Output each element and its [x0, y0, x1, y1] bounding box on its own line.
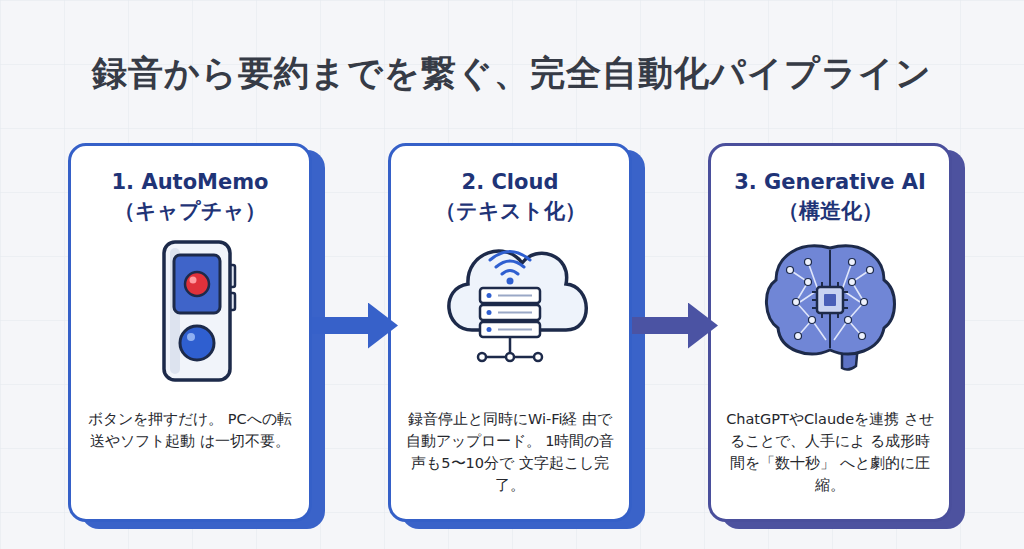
recorder-icon [164, 242, 235, 380]
neural-node [859, 333, 866, 340]
neural-node [845, 317, 852, 324]
neural-line [842, 262, 860, 302]
neural-node [809, 317, 816, 324]
step-heading-wrap: 1. AutoMemo （キャプチャ） [71, 168, 309, 226]
server-unit [480, 288, 540, 303]
step-description: 録音停止と同時にWi-Fi経 由で自動アップロード。 1時間の音声も5〜10分で… [404, 408, 616, 496]
record-light [185, 272, 209, 296]
server-slot [498, 295, 532, 297]
device-screen [174, 255, 220, 313]
neural-node [793, 299, 800, 306]
brain-fold [829, 250, 831, 348]
wifi-arc [496, 261, 524, 267]
step-heading: 3. Generative AI （構造化） [723, 168, 938, 226]
chip-pin [812, 307, 820, 309]
network-node [506, 353, 514, 361]
flow-arrow [312, 317, 368, 334]
neural-line [790, 270, 812, 336]
neural-node [805, 279, 812, 286]
neural-node [849, 279, 856, 286]
chip-pin [840, 307, 848, 309]
wifi-arc [490, 252, 530, 261]
step-heading: 2. Cloud （テキスト化） [403, 168, 618, 226]
chip-pin [821, 282, 823, 290]
network-line [482, 356, 538, 359]
chip-pins [812, 282, 848, 318]
network-line [509, 337, 512, 357]
button-shine [187, 333, 195, 341]
neural-line [800, 262, 818, 302]
step-description-wrap: 録音停止と同時にWi-Fi経 由で自動アップロード。 1時間の音声も5〜10分で… [391, 408, 629, 496]
step-heading-wrap: 2. Cloud （テキスト化） [391, 168, 629, 226]
record-button [180, 326, 214, 360]
process-card: 1. AutoMemo （キャプチャ） ボタンを押すだけ。 PCへの転送やソフト起… [68, 143, 312, 522]
chip-pin [829, 310, 831, 318]
neural-line [848, 270, 870, 336]
chip-pin [837, 310, 839, 318]
brain-stem [842, 344, 858, 370]
side-button [227, 293, 235, 310]
chip-pin [837, 282, 839, 290]
wifi-arc [502, 271, 518, 275]
device-body [164, 242, 230, 380]
device-shine [170, 248, 180, 374]
side-button [227, 265, 235, 287]
chip-core [824, 294, 836, 306]
cloud-outline [449, 251, 586, 330]
chip-pin [821, 310, 823, 318]
neural-node [787, 267, 794, 274]
server-led [487, 327, 492, 332]
ai-chip [817, 287, 843, 313]
brain-icon [766, 246, 894, 370]
process-card: 3. Generative AI （構造化） ChatGPTやClaudeを連携 … [708, 143, 952, 522]
diagram-title: 録音から要約までを繋ぐ、完全自動化パイプライン [0, 50, 1024, 97]
step-description-wrap: ChatGPTやClaudeを連携 させることで、人手によ る成形時間を「数十秒… [711, 408, 949, 496]
chip-pin [812, 299, 820, 301]
cloud-server-icon [449, 251, 586, 361]
wifi-dot [507, 278, 514, 285]
network-node [534, 353, 542, 361]
neural-lines [790, 262, 870, 340]
server-unit [480, 322, 540, 337]
server-slot [498, 312, 532, 314]
step-heading-wrap: 3. Generative AI （構造化） [711, 168, 949, 226]
server-led [487, 310, 492, 315]
neural-node [795, 333, 802, 340]
process-card: 2. Cloud （テキスト化） 録音停止と同時にWi-Fi経 由で自動アップロー… [388, 143, 632, 522]
chip-pin [840, 291, 848, 293]
server-led [487, 293, 492, 298]
record-shine [190, 277, 197, 284]
step-description: ボタンを押すだけ。 PCへの転送やソフト起動 は一切不要。 [84, 408, 296, 452]
neural-nodes [787, 259, 874, 340]
brain-outline [766, 246, 894, 354]
neural-node [849, 259, 856, 266]
chip-pin [829, 282, 831, 290]
neural-node [867, 267, 874, 274]
neural-line [812, 320, 848, 340]
step-heading: 1. AutoMemo （キャプチャ） [83, 168, 298, 226]
server-slot [498, 329, 532, 331]
step-description: ChatGPTやClaudeを連携 させることで、人手によ る成形時間を「数十秒… [724, 408, 936, 496]
server-unit [480, 305, 540, 320]
flow-arrow [632, 317, 688, 334]
neural-node [861, 299, 868, 306]
neural-node [805, 259, 812, 266]
chip-pin [840, 299, 848, 301]
chip-pin [812, 291, 820, 293]
step-description-wrap: ボタンを押すだけ。 PCへの転送やソフト起動 は一切不要。 [71, 408, 309, 452]
network-node [478, 353, 486, 361]
